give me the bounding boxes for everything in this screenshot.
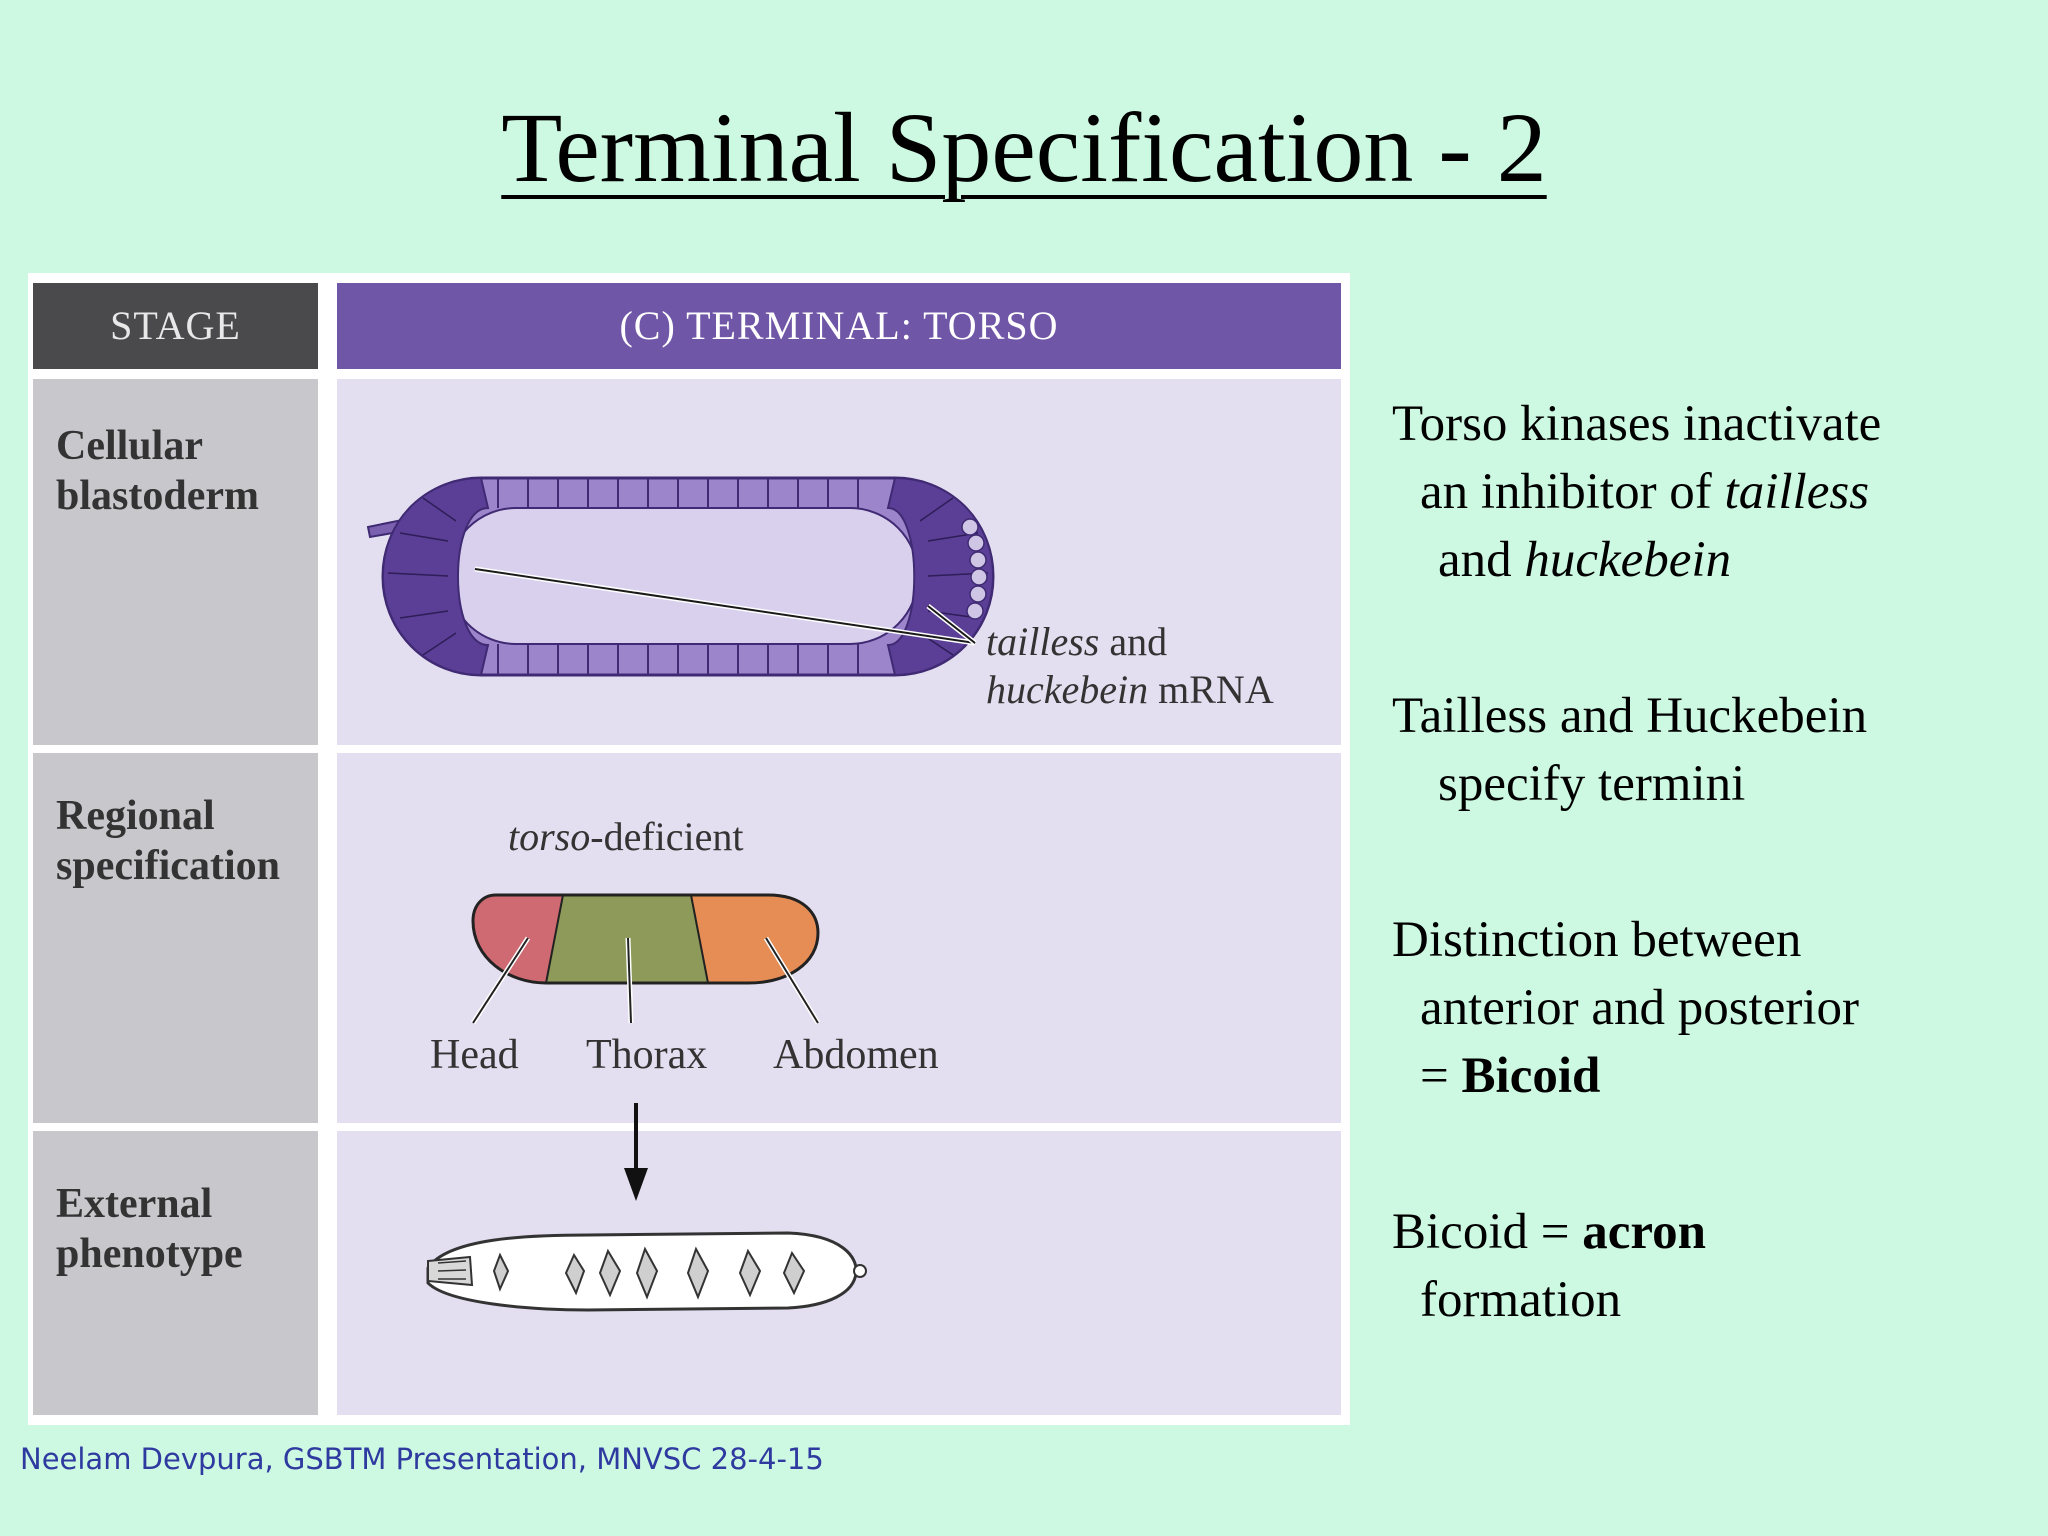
note-line: an inhibitor of tailless [1392,458,2032,526]
note-line: = Bicoid [1392,1042,2032,1110]
note-bicoid-acron: Bicoid = acron formation [1392,1198,2032,1334]
stage-header: STAGE [110,303,241,348]
column-header: (C) TERMINAL: TORSO [619,303,1059,348]
torso-deficient-label: torso-deficient [508,813,744,860]
stage-header-cell [33,283,318,369]
row-label-cellular-blastoderm: Cellular blastoderm [56,423,259,519]
torso-text: torso [508,814,591,859]
deficient-text: -deficient [590,814,744,859]
note-bold-text: Bicoid [1461,1048,1601,1104]
note-line: Tailless and Huckebein [1392,688,1868,744]
mrna-text: mRNA [1148,667,1274,712]
note-torso-kinases: Torso kinases inactivate an inhibitor of… [1392,390,2032,594]
figure-graphics [33,283,1341,1415]
note-line: and huckebein [1392,526,2032,594]
note-line: Torso kinases inactivate [1392,396,1882,452]
thorax-label: Thorax [586,1032,708,1078]
note-text: = [1420,1048,1462,1104]
note-italic-text: huckebein [1524,532,1732,588]
note-tailless-huckebein: Tailless and Huckebein specify termini [1392,682,2032,818]
note-distinction: Distinction between anterior and posteri… [1392,906,2032,1110]
footer-credit: Neelam Devpura, GSBTM Presentation, MNVS… [20,1442,824,1476]
note-text: an inhibitor of [1420,464,1725,520]
note-bold-text: acron [1582,1204,1706,1260]
tailless-text: tailless [986,619,1100,664]
note-line: anterior and posterior [1420,980,1860,1036]
note-line: Bicoid = acron [1392,1198,2032,1266]
note-text: Bicoid = [1392,1204,1583,1260]
note-line: formation [1420,1272,1622,1328]
regional-embryo [470,893,821,1201]
and-text: and [1099,619,1168,664]
notes-list: Torso kinases inactivate an inhibitor of… [1392,390,2032,1422]
note-italic-text: tailless [1724,464,1870,520]
larva-drawing [426,1231,867,1312]
note-text: and [1438,532,1525,588]
row2-label-cell [33,753,318,1123]
blastoderm-embryo [366,476,995,677]
note-line: Distinction between [1392,912,1802,968]
column-header-cell [337,283,1341,369]
huckebein-text: huckebein [986,667,1149,712]
note-line: specify termini [1438,756,1746,812]
row-label-external-phenotype: External phenotype [56,1181,243,1277]
torso-figure: STAGE (C) TERMINAL: TORSO Cellular blast… [28,273,1350,1425]
row3-label-cell [33,1131,318,1415]
head-label: Head [430,1032,519,1078]
row-label-regional-specification: Regional specification [56,793,280,889]
abdomen-label: Abdomen [773,1032,939,1078]
row1-label-cell [33,379,318,745]
slide-title: Terminal Specification - 2 [501,92,1547,203]
